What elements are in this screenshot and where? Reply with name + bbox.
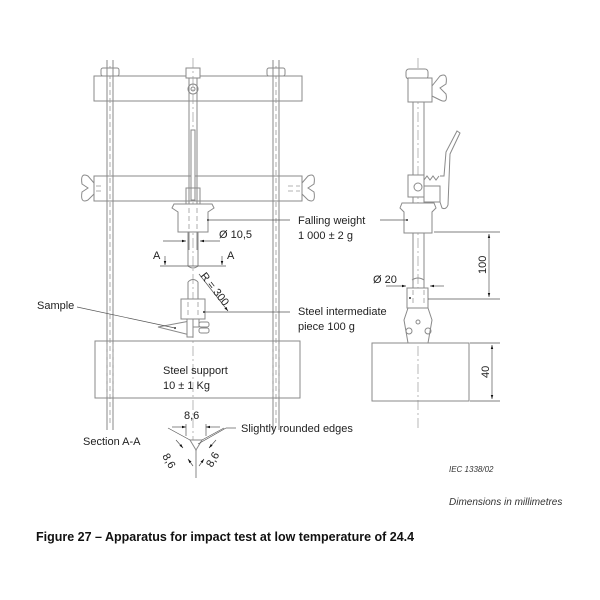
support-height-label: 40 bbox=[480, 366, 492, 378]
dimension-side-diameter: Ø 20 bbox=[373, 274, 444, 288]
section-side-top: 8,6 bbox=[184, 410, 199, 422]
steel-support-block bbox=[94, 340, 301, 399]
rounded-edges-note: Slightly rounded edges bbox=[241, 423, 353, 435]
hex-nut-left bbox=[100, 67, 120, 77]
lower-crossbar bbox=[93, 175, 303, 202]
sample-label: Sample bbox=[37, 300, 74, 312]
side-support-block bbox=[371, 342, 470, 402]
leader-sample bbox=[76, 306, 176, 329]
falling-weight-mass: 1 000 ± 2 g bbox=[298, 230, 353, 242]
left-column-rod bbox=[106, 60, 114, 430]
figure-caption: Figure 27 – Apparatus for impact test at… bbox=[36, 530, 414, 544]
release-lever bbox=[407, 130, 461, 210]
rod-diameter-label: Ø 10,5 bbox=[219, 229, 252, 241]
steel-support-mass: 10 ± 1 Kg bbox=[163, 380, 210, 392]
falling-weight bbox=[171, 187, 215, 233]
support-rod-dashes bbox=[106, 344, 280, 396]
wing-nut-right bbox=[288, 174, 315, 202]
side-view: 100 Ø 20 40 bbox=[371, 58, 500, 430]
section-mark-left: A bbox=[153, 250, 161, 262]
section-side-right: 8,6 bbox=[204, 450, 222, 469]
iec-reference: IEC 1338/02 bbox=[449, 465, 494, 474]
dimension-drop-height: 100 bbox=[428, 231, 500, 300]
hex-nut-right bbox=[266, 67, 286, 77]
section-mark-right: A bbox=[227, 250, 235, 262]
section-line-a-a: A A bbox=[153, 250, 235, 267]
striker-rod bbox=[187, 232, 199, 300]
right-column-rod bbox=[272, 60, 280, 430]
front-view: Ø 10,5 A A R = 300 Falling weight 1 000 … bbox=[37, 58, 387, 440]
side-diameter-label: Ø 20 bbox=[373, 274, 397, 286]
steel-support-label: Steel support bbox=[163, 365, 228, 377]
wing-nut-left bbox=[81, 174, 104, 202]
section-title: Section A-A bbox=[83, 436, 141, 448]
section-side-left: 8,6 bbox=[159, 452, 177, 471]
dimension-support-height: 40 bbox=[470, 342, 500, 402]
section-a-a: Section A-A 8,6 8,6 8,6 Slightly rounded… bbox=[83, 410, 353, 478]
intermediate-mass: piece 100 g bbox=[298, 321, 355, 333]
drop-height-label: 100 bbox=[477, 256, 489, 274]
triangular-section bbox=[189, 439, 203, 451]
falling-weight-label: Falling weight bbox=[298, 215, 365, 227]
sample-cone bbox=[157, 318, 194, 338]
side-falling-weight bbox=[399, 202, 437, 234]
intermediate-label: Steel intermediate bbox=[298, 306, 387, 318]
dimension-rod-diameter: Ø 10,5 bbox=[163, 229, 252, 243]
side-intermediate-piece bbox=[403, 277, 433, 344]
units-note: Dimensions in millimetres bbox=[449, 497, 562, 508]
side-top-clamp bbox=[405, 68, 447, 103]
